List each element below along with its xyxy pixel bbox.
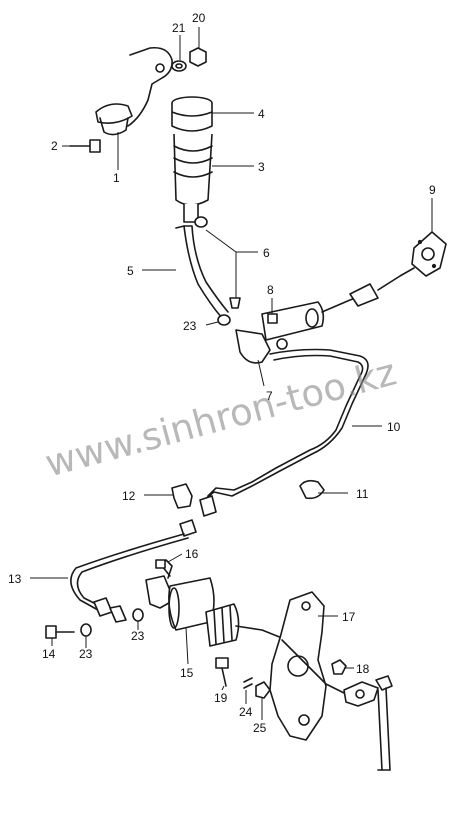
reservoir-hose-5 (175, 225, 229, 319)
callout-23-upper: 23 (183, 319, 197, 333)
callout-10: 10 (387, 420, 401, 434)
callout-12: 12 (122, 489, 136, 503)
callout-4: 4 (258, 107, 265, 121)
callout-9: 9 (429, 183, 436, 197)
callout-21: 21 (172, 21, 186, 35)
callout-24: 24 (239, 705, 253, 719)
reservoir-bracket (95, 46, 173, 136)
washer-21 (171, 60, 187, 72)
clutch-shaft (377, 687, 391, 771)
callout-2: 2 (51, 139, 58, 153)
callout-15: 15 (180, 666, 194, 680)
gasket-9 (411, 231, 447, 277)
release-cylinder-bolt-16 (155, 559, 171, 577)
release-cylinder-15 (145, 559, 283, 647)
pipe-clip-11 (299, 479, 325, 500)
pipe-fitting (199, 495, 217, 517)
reservoir-cap-4 (171, 96, 213, 132)
nut-20 (189, 47, 207, 67)
callout-18: 18 (356, 662, 370, 676)
callout-11: 11 (356, 487, 369, 501)
hose-clamp-23 (217, 314, 231, 326)
callout-7: 7 (266, 389, 273, 403)
reservoir-tank-3 (173, 133, 213, 223)
fork-nut-18 (331, 659, 347, 675)
callout-20: 20 (192, 11, 206, 25)
callout-25: 25 (253, 721, 267, 735)
clutch-pipe-10 (203, 348, 369, 501)
mount-bolt-2 (69, 139, 101, 153)
release-lever (281, 639, 393, 707)
hose-clip-6 (194, 216, 241, 309)
callout-1: 1 (113, 171, 120, 185)
callout-23-right: 23 (131, 629, 145, 643)
callout-labels: 20 21 4 2 3 1 9 6 5 8 23 7 10 12 11 16 1… (8, 11, 436, 735)
hose-bracket-clip-12 (171, 483, 193, 509)
callout-14: 14 (42, 647, 56, 661)
bolt-14 (45, 625, 75, 639)
flexible-hose-13 (70, 519, 197, 623)
callout-3: 3 (258, 160, 265, 174)
master-cylinder-nut-8 (267, 313, 278, 324)
spring-washer-24 (243, 677, 253, 689)
callout-23-left: 23 (79, 647, 93, 661)
callout-5: 5 (127, 264, 134, 278)
callout-16: 16 (185, 547, 199, 561)
bolt-19 (215, 657, 229, 687)
leader-lines (30, 27, 433, 720)
callout-8: 8 (267, 283, 274, 297)
callout-13: 13 (8, 572, 22, 586)
callout-6: 6 (263, 246, 270, 260)
callout-17: 17 (342, 610, 356, 624)
master-cylinder-7 (235, 267, 415, 364)
release-fork-plate-17 (269, 591, 327, 741)
callout-19: 19 (214, 691, 228, 705)
nut-25 (255, 681, 271, 699)
